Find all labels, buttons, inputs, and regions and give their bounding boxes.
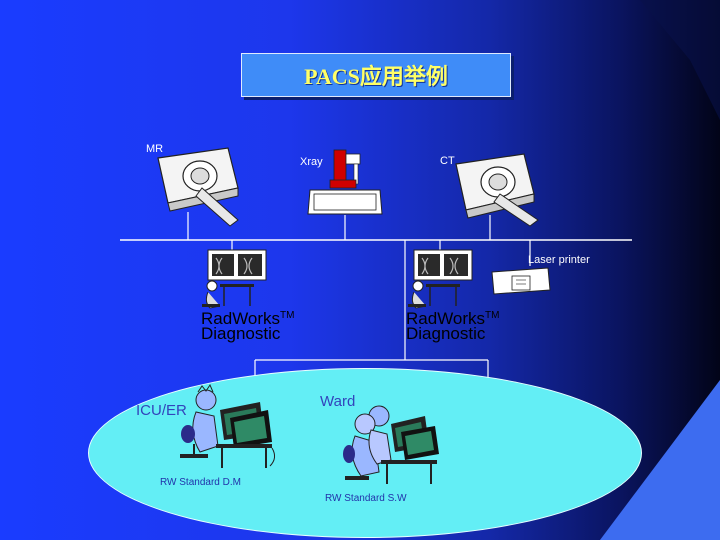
mr-scanner-icon	[157, 147, 239, 227]
xray-machine-icon	[307, 149, 383, 215]
ward-label: Ward	[320, 393, 356, 410]
xray-label: Xray	[300, 156, 323, 168]
title-box: PACS应用举例	[241, 53, 511, 97]
mr-label: MR	[146, 143, 164, 155]
ward-workstation-icon	[343, 405, 439, 484]
ct-scanner-icon	[455, 153, 539, 227]
workstation-icon-2	[408, 249, 473, 309]
workstation-label-2: RadWorksTM Diagnostic	[406, 309, 500, 343]
workstation-icon-1	[202, 249, 267, 309]
page-title: PACS应用举例	[304, 64, 448, 89]
laser-printer-icon	[491, 267, 551, 295]
ct-label: CT	[440, 155, 455, 167]
icu-er-label: ICU/ER	[136, 402, 187, 419]
right-workstation-caption: RW Standard S.W	[325, 493, 407, 504]
printer-label: Laser printer	[528, 254, 590, 266]
workstation-label-1: RadWorksTM Diagnostic	[201, 309, 295, 343]
left-workstation-caption: RW Standard D.M	[160, 477, 241, 488]
icu-workstation-icon	[180, 383, 276, 468]
